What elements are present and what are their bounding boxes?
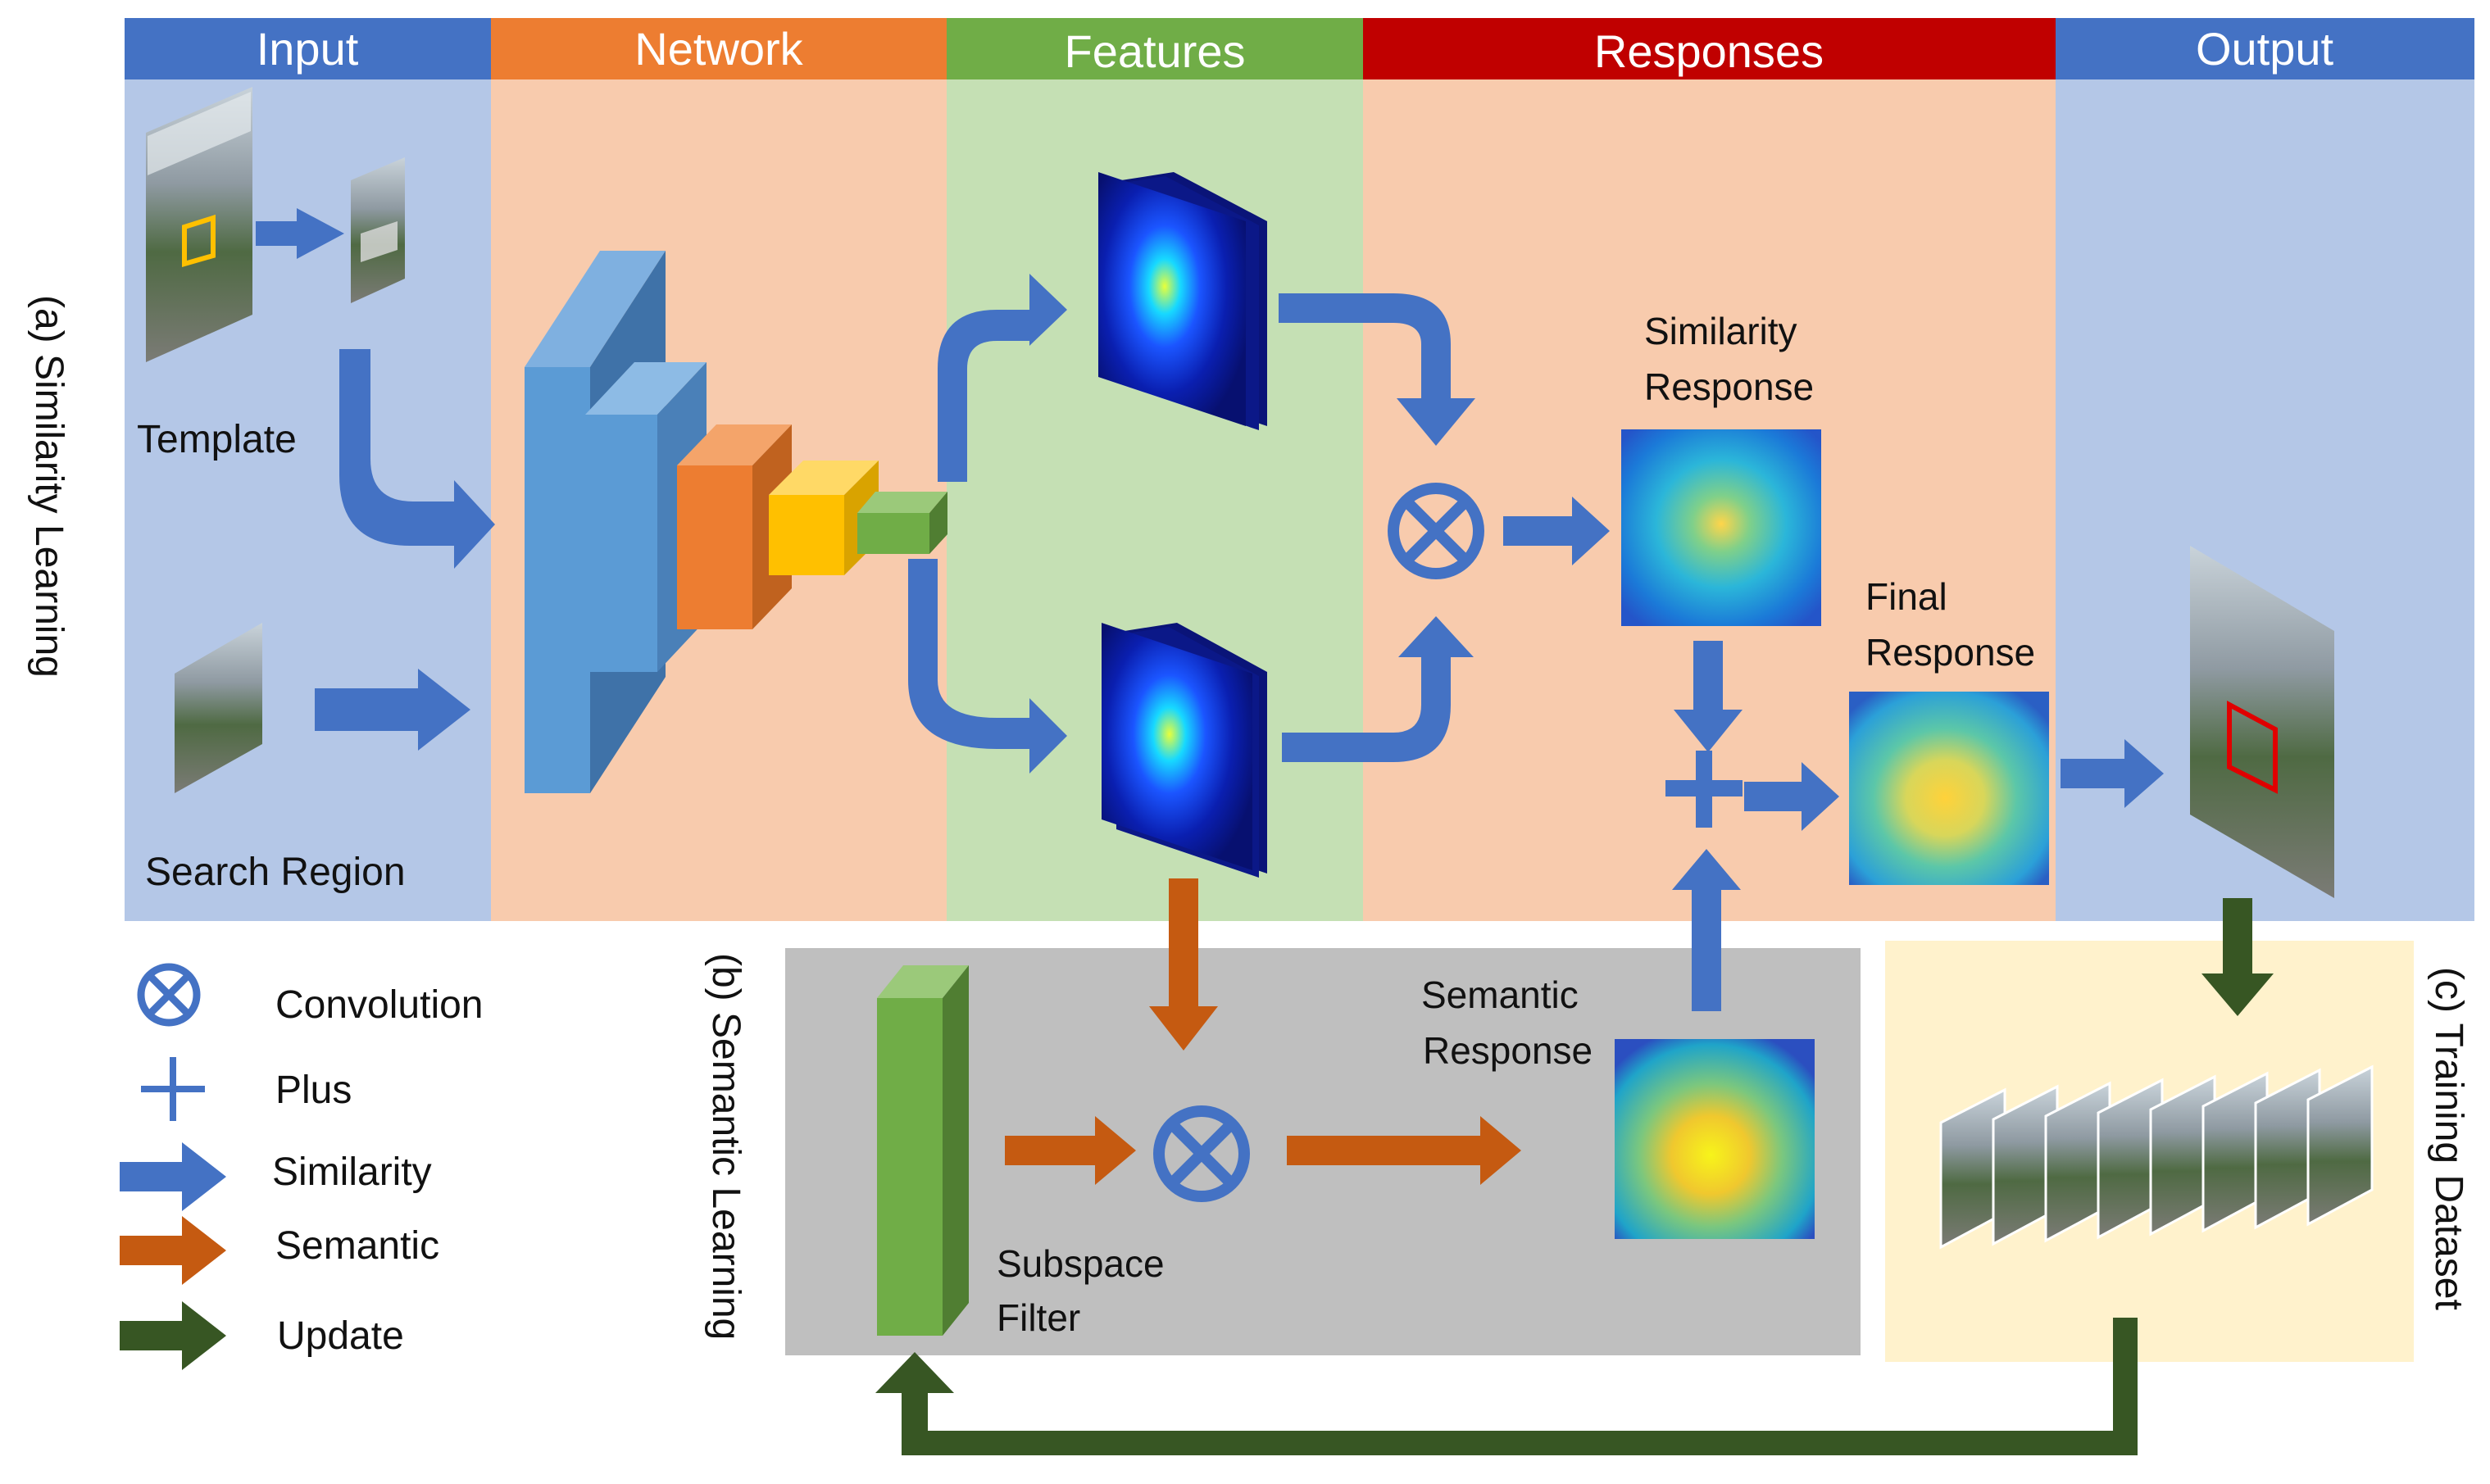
arrow-template-feature-to-conv [1279,293,1475,446]
input-header [125,18,491,79]
template-image [146,87,252,362]
output-header-label: Output [2196,23,2334,75]
convolution-icon [137,963,201,1027]
template-feature-map [1098,172,1267,430]
arrow-dataset-to-filter [875,1318,2138,1455]
subspace-filter-label-line1: Subspace [997,1242,1165,1285]
arrow-template-to-crop [256,208,344,259]
search-region-label: Search Region [145,851,406,894]
semantic-response-label-line2: Response [1423,1029,1593,1072]
arrow-semantic-to-plus [1672,849,1741,1011]
subspace-filter-label-line2: Filter [997,1296,1080,1339]
responses-header [1363,18,2056,79]
training-dataset-label: (c) Training Dataset [2427,967,2470,1310]
plus-symbol [1665,751,1743,828]
legend-update-label: Update [277,1314,404,1358]
semantic-arrow-icon [120,1216,226,1285]
template-label: Template [137,418,297,461]
network-header [491,18,947,79]
input-header-label: Input [257,23,359,75]
arrow-search-to-network [315,669,470,751]
final-response-label-line1: Final [1865,575,1947,618]
similarity-arrow-icon [120,1142,226,1211]
arrow-network-to-template-feature [908,274,1067,482]
search-region-image [175,623,262,793]
final-response-map [1849,692,2049,885]
arrow-network-to-search-feature [908,559,1067,774]
search-feature-map [1102,623,1267,878]
similarity-response-label-line1: Similarity [1644,310,1797,352]
arrow-conv-to-similarity [1503,497,1610,565]
training-dataset-images [1939,1064,2374,1250]
legend-plus-label: Plus [275,1069,352,1112]
similarity-arrows [256,208,2164,1011]
arrow-output-to-dataset [2201,898,2274,1016]
arrow-final-to-output [2061,739,2164,808]
arrow-filter-to-semantic-conv [1005,1116,1136,1185]
template-crop-image [351,157,405,303]
plus-icon [141,1057,205,1121]
similarity-response-label-line2: Response [1644,365,1814,408]
semantic-response-map [1615,1039,1815,1239]
arrow-similarity-to-plus [1674,641,1743,752]
semantic-learning-label: (b) Semantic Learning [704,953,747,1340]
semantic-response-label-line1: Semantic [1421,973,1579,1016]
features-header-label: Features [1065,25,1246,77]
update-arrow-icon [120,1301,226,1370]
responses-header-label: Responses [1594,25,1824,77]
legend-similarity-label: Similarity [272,1150,432,1194]
legend-convolution-label: Convolution [275,983,484,1027]
convolution-symbol-similarity [1388,483,1484,579]
similarity-learning-label: (a) Similarity Learning [27,295,70,678]
conv-block-5 [857,492,947,554]
network-header-label: Network [634,23,803,75]
output-header [2056,18,2474,79]
similarity-response-map [1621,429,1821,626]
convolution-symbol-semantic [1153,1105,1250,1202]
conv-block-2 [585,362,707,672]
legend: Convolution Plus Similarity Semantic Upd… [120,963,484,1370]
arrow-semantic-conv-to-response [1287,1116,1521,1185]
arrow-template-to-network [339,349,495,569]
arrow-plus-to-final [1744,762,1839,831]
semantic-arrows [1005,878,1521,1185]
arrow-search-feature-to-conv [1282,616,1474,762]
update-arrows [875,898,2274,1455]
output-image [2190,546,2334,898]
arrow-search-feature-to-semantic-conv [1149,878,1218,1051]
subspace-filter-block [877,965,969,1336]
legend-semantic-label: Semantic [275,1224,439,1268]
final-response-label-line2: Response [1865,631,2035,674]
features-header [947,18,1363,79]
conv-block-3 [677,424,792,629]
